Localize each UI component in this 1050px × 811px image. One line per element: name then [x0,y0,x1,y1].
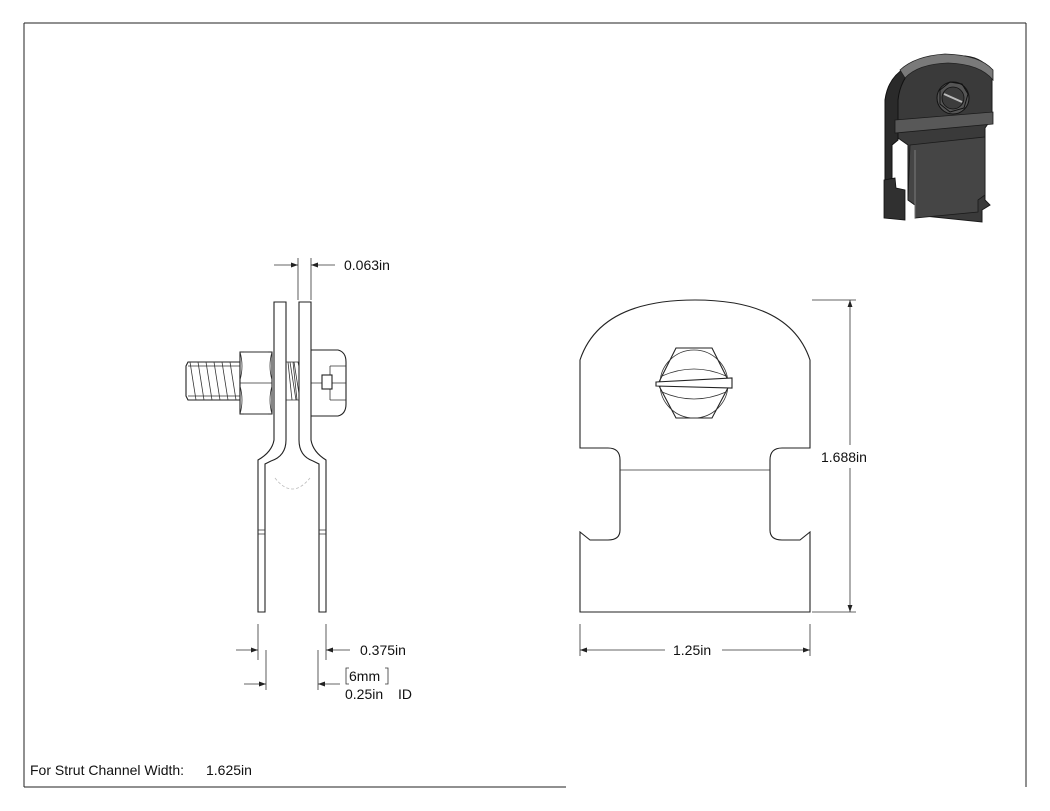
dim-height: 1.688in [821,449,867,465]
dim-inner-diameter-suffix: ID [398,686,412,702]
side-view [185,301,347,613]
note-label: For Strut Channel Width: [30,762,184,778]
dim-inner-diameter: 0.25in [345,686,383,702]
note-value: 1.625in [206,762,252,778]
sheet-border [23,22,1027,788]
left-leg [257,301,287,613]
isometric-view [883,53,994,223]
front-view [579,299,811,613]
dim-thickness: 0.063in [344,257,390,273]
dim-width-side: 0.375in [360,642,406,658]
side-dimensions [236,258,389,690]
front-dimensions [579,299,856,656]
right-leg [298,301,327,613]
dim-metric-size: 6mm [349,668,380,684]
dim-width-front: 1.25in [673,642,711,658]
